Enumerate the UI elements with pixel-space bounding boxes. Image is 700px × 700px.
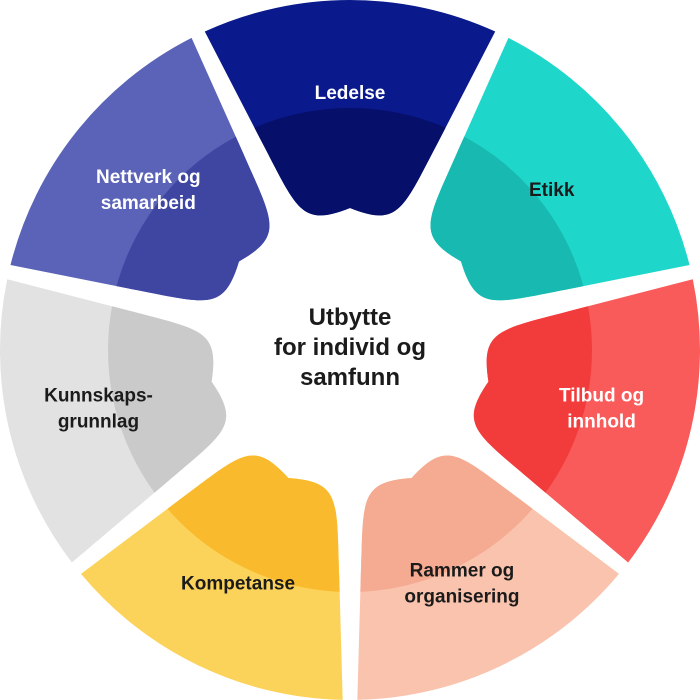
segment-label-line: Etikk <box>529 180 575 201</box>
segment-overlap <box>108 455 343 592</box>
segment-overlap <box>108 108 270 301</box>
center-label-line: samfunn <box>300 364 400 391</box>
segment-label-line: innhold <box>567 411 636 432</box>
segment-label-line: organisering <box>404 586 519 607</box>
segment-rammer-og-organisering: Rammer og organisering <box>357 455 620 700</box>
segment-etikk: Etikk <box>430 37 690 301</box>
segment-label-line: grunnlag <box>58 411 139 432</box>
segment-label-line: Nettverk og <box>96 167 201 188</box>
center-label: Utbytte for individ og samfunn <box>274 304 426 391</box>
segment-ledelse: Ledelse <box>204 0 496 216</box>
segment-overlap <box>430 108 592 301</box>
segment-label-line: Rammer og <box>410 560 515 581</box>
segment-tilbud-og-innhold: Tilbud og innhold <box>473 279 700 563</box>
segment-nettverk-og-samarbeid: Nettverk og samarbeid <box>10 37 270 301</box>
segment-kompetanse: Kompetanse <box>80 455 343 700</box>
segment-overlap <box>357 455 592 592</box>
segment-label-line: Ledelse <box>315 83 386 104</box>
segment-kunnskapsgrunnlag: Kunnskaps-grunnlag <box>0 279 227 563</box>
center-label-line: Utbytte <box>309 304 392 331</box>
segment-label-line: Kunnskaps- <box>44 385 153 406</box>
segment-label-line: samarbeid <box>101 193 196 214</box>
segment-label-line: Kompetanse <box>181 573 295 594</box>
center-label-line: for individ og <box>274 334 426 361</box>
segment-label-line: Tilbud og <box>559 385 644 406</box>
